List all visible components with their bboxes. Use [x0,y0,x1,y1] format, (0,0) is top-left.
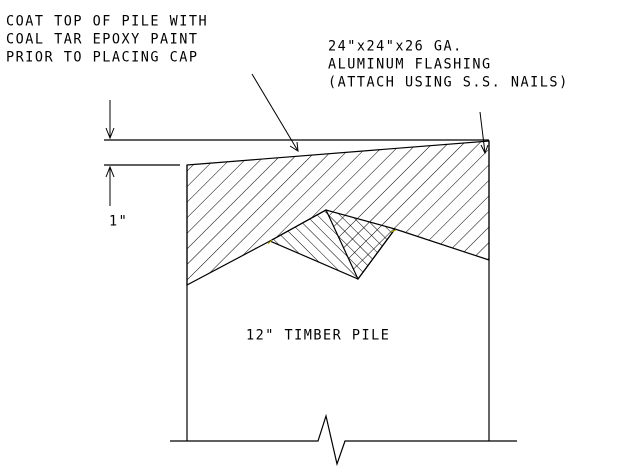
coat-note-leader [251,73,299,152]
inner-crosshatch-block [268,209,397,280]
flashing-note-leader [479,111,489,155]
flashing-note-line-1: 24"x24"x26 GA. [328,38,463,55]
coat-note-line-1: COAT TOP OF PILE WITH [6,13,209,30]
dimension-label-1in: 1" [109,213,129,230]
flashing-note-line-3: (ATTACH USING S.S. NAILS) [328,73,569,91]
pile-break-line [170,413,517,467]
crosshatch-right-tick [390,229,397,233]
dimension-1in-arrows [105,100,115,206]
timber-pile-label: 12" TIMBER PILE [246,327,391,344]
coat-top-note: COAT TOP OF PILE WITH COAL TAR EPOXY PAI… [6,13,208,67]
coat-note-line-2: COAL TAR EPOXY PAINT [6,30,199,48]
flashing-note: 24"x24"x26 GA. ALUMINUM FLASHING (ATTACH… [328,38,569,92]
crosshatch-left-tick [267,239,273,245]
coat-note-line-3: PRIOR TO PLACING CAP [6,48,199,66]
flashing-note-line-2: ALUMINUM FLASHING [328,55,492,73]
